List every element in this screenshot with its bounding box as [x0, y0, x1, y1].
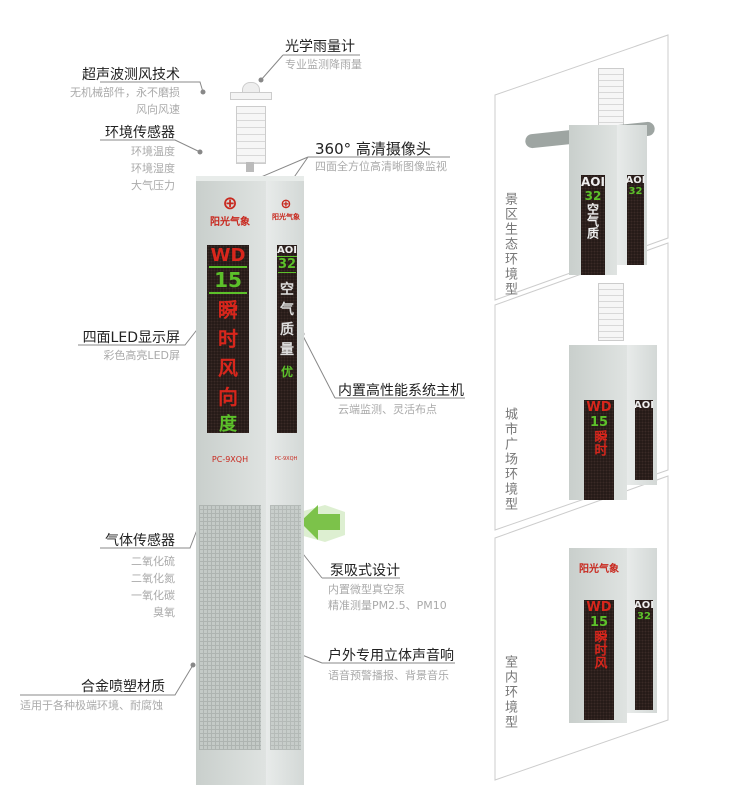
- callout-material-title: 合金喷塑材质: [81, 679, 165, 695]
- callout-led-title: 四面LED显示屏: [82, 330, 180, 346]
- callout-desc: 无机械部件，永不磨损: [70, 86, 180, 99]
- weather-station: [228, 82, 272, 172]
- brand-logo: ⊕阳光气象: [210, 193, 250, 229]
- led-screen-front: WD 15 瞬 时 风 向 度: [207, 245, 249, 435]
- callout-desc: 二氧化硫: [131, 555, 175, 568]
- callout-desc: 二氧化氮: [131, 572, 175, 585]
- led-screen-side: AOI 32 空 气 质 量 优: [277, 245, 297, 433]
- callout-desc: 内置微型真空泵: [328, 583, 405, 596]
- model-label: PC-9XQH: [211, 455, 249, 464]
- callout-desc: 风向风速: [136, 103, 180, 116]
- callout-desc: 专业监测降雨量: [285, 58, 362, 71]
- callout-desc: 精准测量PM2.5、PM10: [328, 599, 447, 612]
- callout-env-title: 环境传感器: [105, 125, 175, 141]
- callout-desc: 四面全方位高清晰图像监视: [315, 160, 447, 173]
- callout-desc: 臭氧: [153, 606, 175, 619]
- callout-desc: 环境温度: [131, 145, 175, 158]
- callout-speaker-title: 户外专用立体声音响: [328, 648, 454, 664]
- callout-pump-title: 泵吸式设计: [330, 563, 400, 579]
- callout-desc: 一氧化碳: [131, 589, 175, 602]
- callout-wind-title: 超声波测风技术: [82, 67, 180, 83]
- callout-desc: 适用于各种极端环境、耐腐蚀: [20, 699, 163, 712]
- callout-host-title: 内置高性能系统主机: [338, 383, 464, 399]
- callout-desc: 语音预警播报、背景音乐: [328, 669, 449, 682]
- callout-desc: 云端监测、灵活布点: [338, 403, 437, 416]
- callout-desc: 彩色高亮LED屏: [103, 349, 180, 362]
- speaker-grille: [199, 505, 261, 750]
- callout-rain-gauge-title: 光学雨量计: [285, 39, 355, 55]
- callout-camera-title: 360° 高清摄像头: [315, 140, 431, 158]
- callout-desc: 大气压力: [131, 179, 175, 192]
- callout-desc: 环境湿度: [131, 162, 175, 175]
- airflow-arrow-icon: [300, 505, 340, 540]
- callout-gas-title: 气体传感器: [105, 533, 175, 549]
